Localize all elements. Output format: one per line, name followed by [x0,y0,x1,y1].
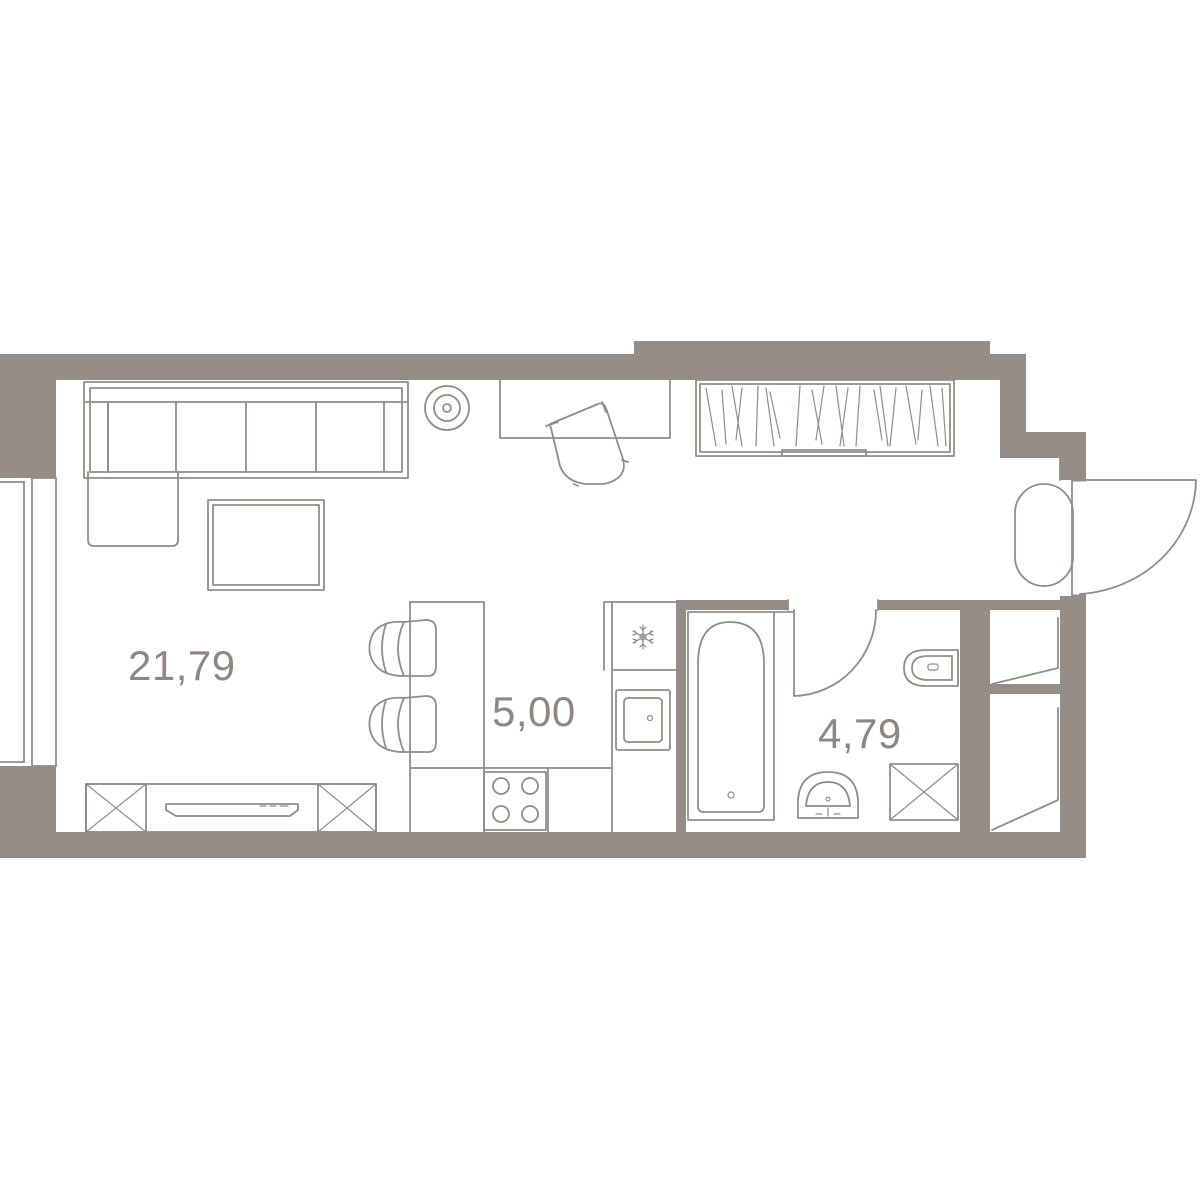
entrance-door-icon [1060,478,1197,598]
bathroom-door-icon [787,599,879,697]
wall-top-left [0,354,634,380]
tv-stand-icon [85,783,377,833]
wall-left-upper [0,354,56,478]
built-in-closet-icon [991,617,1059,831]
kitchen-cabinets-icon [409,601,677,833]
washbasin-icon [797,771,859,819]
kitchen-sink-icon [615,689,671,751]
living-room-area-label: 21,79 [128,642,236,689]
wall-closet-partition [960,600,990,832]
toilet-icon [903,649,959,687]
bathtub-icon [687,611,795,821]
wall-closet-divider [990,684,1060,694]
shower-cabinet-icon [889,763,959,821]
wall-bottom [0,832,1086,858]
kitchen-area-label: 5,00 [492,688,576,735]
coffee-table-icon [207,499,325,591]
wall-right-upper [1000,354,1086,480]
wall-top-right [634,341,1026,380]
cooktop-icon [483,771,547,831]
wardrobe-icon [695,379,955,457]
wall-right-lower [1060,596,1086,858]
bathroom-area-label: 4,79 [818,710,902,757]
bar-counter-icon [409,601,485,833]
bar-stool-icon [368,695,437,753]
desk-chair-icon [545,401,629,487]
refrigerator-snowflake-icon [632,624,654,650]
bar-stool-icon [368,619,437,677]
hall-oval-rug-icon [1014,483,1074,587]
desk-icon [499,379,671,439]
sofa-icon [83,381,409,547]
floor-lamp-icon [424,385,470,431]
window-icon [0,477,57,767]
walls [0,341,1086,858]
